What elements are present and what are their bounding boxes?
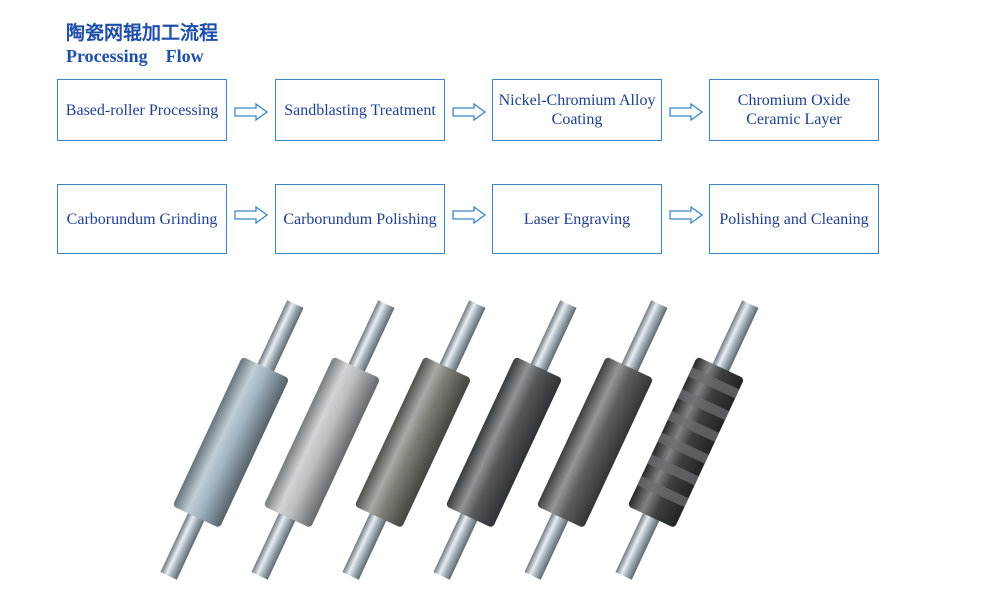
step-label: Nickel-Chromium Alloy Coating (498, 92, 656, 128)
roller-nickel-chromium (342, 300, 486, 580)
step-label: Laser Engraving (523, 210, 631, 228)
roller-sandblasted (251, 300, 395, 580)
arrow-right-icon (669, 206, 703, 224)
step-carborundum-polishing: Carborundum Polishing (275, 184, 445, 254)
roller-shaft-bottom (342, 508, 389, 580)
step-laser-engraving: Laser Engraving (492, 184, 662, 254)
step-label: Chromium Oxide Ceramic Layer (737, 92, 851, 128)
step-carborundum-grinding: Carborundum Grinding (57, 184, 227, 254)
roller-shaft-bottom (524, 508, 571, 580)
roller-body (537, 357, 653, 527)
roller-body (446, 357, 562, 527)
step-label: Based-roller Processing (65, 101, 219, 119)
arrow-right-icon (234, 103, 268, 121)
engraved-band (647, 454, 699, 486)
roller-shaft-bottom (615, 508, 662, 580)
roller-ceramic (433, 300, 577, 580)
engraved-band (667, 410, 720, 442)
engraved-band (657, 432, 709, 464)
roller-base (160, 300, 304, 580)
step-label: Sandblasting Treatment (284, 101, 436, 119)
roller-shaft-top (619, 300, 668, 376)
roller-body (355, 357, 471, 527)
roller-shaft-top (346, 300, 395, 376)
roller-body (173, 357, 289, 527)
engraved-band (637, 476, 689, 508)
roller-shaft-bottom (251, 508, 298, 580)
arrow-right-icon (669, 103, 703, 121)
arrow-right-icon (452, 206, 486, 224)
step-label: Carborundum Grinding (66, 210, 218, 228)
step-sandblasting-treatment: Sandblasting Treatment (275, 79, 445, 141)
roller-body (264, 357, 380, 527)
arrow-right-icon (452, 103, 486, 121)
arrow-right-icon (234, 206, 268, 224)
roller-shaft-top (528, 300, 577, 376)
step-chromium-oxide-ceramic: Chromium Oxide Ceramic Layer (709, 79, 879, 141)
roller-ground (524, 300, 668, 580)
roller-shaft-top (437, 300, 486, 376)
roller-shaft-bottom (160, 508, 207, 580)
step-polishing-and-cleaning: Polishing and Cleaning (709, 184, 879, 254)
step-label: Polishing and Cleaning (719, 210, 869, 228)
roller-shaft-top (255, 300, 304, 376)
title-english: Processing Flow (66, 46, 204, 66)
roller-shaft-bottom (433, 508, 480, 580)
engraved-band (677, 389, 730, 421)
roller-shaft-top (710, 300, 759, 376)
step-based-roller-processing: Based-roller Processing (57, 79, 227, 141)
step-nickel-chromium-coating: Nickel-Chromium Alloy Coating (492, 79, 662, 141)
roller-engraved (615, 300, 759, 580)
step-label: Carborundum Polishing (283, 210, 437, 228)
title-chinese: 陶瓷网辊加工流程 (66, 22, 219, 44)
engraved-band (687, 367, 740, 399)
